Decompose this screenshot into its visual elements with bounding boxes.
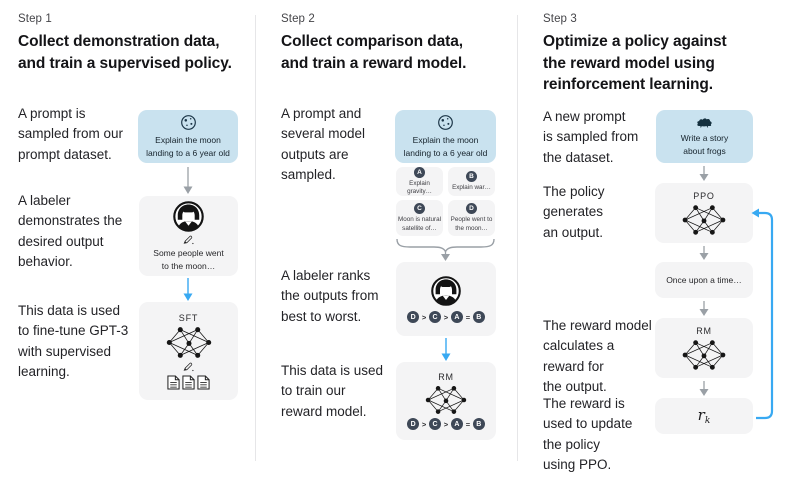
frog-icon <box>696 118 712 128</box>
labeler-icon <box>431 275 461 306</box>
step2-heading: Collect comparison data, and train a rew… <box>281 33 467 72</box>
rm-title: RM <box>438 371 454 382</box>
step1-prompt-text: Explain the moon landing to a 6 year old <box>146 135 230 158</box>
step1-caption-finetune: This data is used to fine-tune GPT-3 wit… <box>18 303 129 379</box>
output-text-d: People went to the moon… <box>450 216 493 232</box>
step3-prompt-box: Write a story about frogs <box>656 110 753 163</box>
rank-circle: D <box>406 417 420 431</box>
step2-prompt-text: Explain the moon landing to a 6 year old <box>403 135 488 158</box>
step2-labeler-box: D > C > A = B <box>396 262 496 336</box>
labeler-icon <box>173 201 204 232</box>
document-icon <box>167 374 180 390</box>
column-divider <box>255 15 256 461</box>
rank-circle: D <box>406 310 420 324</box>
output-letter-a: A <box>414 167 425 178</box>
down-arrow-gray <box>183 167 193 194</box>
column-divider <box>517 15 518 461</box>
moon-icon <box>180 115 196 131</box>
pencil-icon <box>183 235 193 245</box>
step1-caption-labeler: A labeler demonstrates the desired outpu… <box>18 193 123 269</box>
step3-caption-prompt: A new prompt is sampled from the dataset… <box>543 109 639 165</box>
rank-operator: > <box>443 312 449 322</box>
rank-circle: C <box>428 417 442 431</box>
rank-circle: B <box>472 417 486 431</box>
step2-label: Step 2 <box>281 13 315 25</box>
step1-prompt-box: Explain the moon landing to a 6 year old <box>138 110 238 163</box>
output-cell-b: B Explain war… <box>448 167 495 196</box>
output-cell-d: D People went to the moon… <box>448 200 495 236</box>
neural-net-icon <box>682 204 726 235</box>
step3-caption-reward-model: The reward model calculates a reward for… <box>543 318 652 394</box>
feedback-loop-arrow <box>751 208 774 420</box>
document-icon <box>182 374 195 390</box>
down-arrow-gray <box>699 246 709 260</box>
rank-circle: A <box>450 310 464 324</box>
ranking-row: D > C > A = B <box>406 310 486 324</box>
step3-caption-policy: The policy generates an output. <box>543 184 605 240</box>
down-arrow-blue <box>183 278 193 301</box>
down-arrow-gray <box>699 381 709 396</box>
down-arrow-gray <box>699 301 709 316</box>
output-text-c: Moon is natural satellite of… <box>397 216 442 232</box>
rank-circle: B <box>472 310 486 324</box>
step3-caption-update: The reward is used to update the policy … <box>543 396 633 472</box>
step3-ppo-box: PPO <box>655 183 753 243</box>
step3-prompt-text: Write a story about frogs <box>680 133 729 156</box>
ppo-title: PPO <box>693 190 715 201</box>
document-icon <box>197 374 210 390</box>
step3-output-box: Once upon a time… <box>655 262 753 298</box>
output-letter-d: D <box>466 203 477 215</box>
step2-caption-train: This data is used to train our reward mo… <box>281 363 384 419</box>
step3-output-text: Once upon a time… <box>666 274 742 285</box>
output-letter-b: B <box>466 170 477 182</box>
step2-caption-sampled: A prompt and several model outputs are s… <box>281 106 366 182</box>
rank-circle: A <box>450 417 464 431</box>
rank-operator: > <box>421 419 427 429</box>
rank-operator: = <box>465 419 471 429</box>
step1-demonstration-text: Some people went to the moon… <box>153 248 224 271</box>
step2-caption-ranks: A labeler ranks the outputs from best to… <box>281 268 379 324</box>
output-text-a: Explain gravity… <box>407 179 432 195</box>
reward-symbol: rk <box>697 406 711 426</box>
documents-row <box>167 374 210 390</box>
step1-labeler-box: Some people went to the moon… <box>139 196 238 276</box>
brace-connector <box>396 238 495 261</box>
step1-label: Step 1 <box>18 13 52 25</box>
step3-heading: Optimize a policy against the reward mod… <box>543 33 727 94</box>
output-cell-a: A Explain gravity… <box>396 167 443 196</box>
output-letter-c: C <box>414 203 425 215</box>
step2-prompt-box: Explain the moon landing to a 6 year old <box>395 110 496 163</box>
neural-net-icon <box>166 326 211 358</box>
step3-reward-box: rk <box>655 398 753 434</box>
moon-icon <box>438 115 453 131</box>
rm-title: RM <box>696 325 712 336</box>
ranking-row: D > C > A = B <box>406 417 486 431</box>
step2-rm-box: RM D > C > A = B <box>396 362 496 440</box>
rank-operator: = <box>465 312 471 322</box>
down-arrow-blue <box>441 338 451 361</box>
step1-caption-prompt: A prompt is sampled from our prompt data… <box>18 106 124 162</box>
output-text-b: Explain war… <box>452 183 491 191</box>
neural-net-icon <box>682 339 726 370</box>
pencil-icon <box>183 362 193 371</box>
rank-circle: C <box>428 310 442 324</box>
neural-net-icon <box>425 385 467 414</box>
step3-label: Step 3 <box>543 13 577 25</box>
step1-heading: Collect demonstration data, and train a … <box>18 33 232 72</box>
sft-title: SFT <box>178 312 199 323</box>
step3-rm-box: RM <box>655 318 753 378</box>
rank-operator: > <box>443 419 449 429</box>
output-cell-c: C Moon is natural satellite of… <box>396 200 443 236</box>
step1-sft-box: SFT <box>139 302 238 400</box>
down-arrow-gray <box>699 166 709 181</box>
rank-operator: > <box>421 312 427 322</box>
